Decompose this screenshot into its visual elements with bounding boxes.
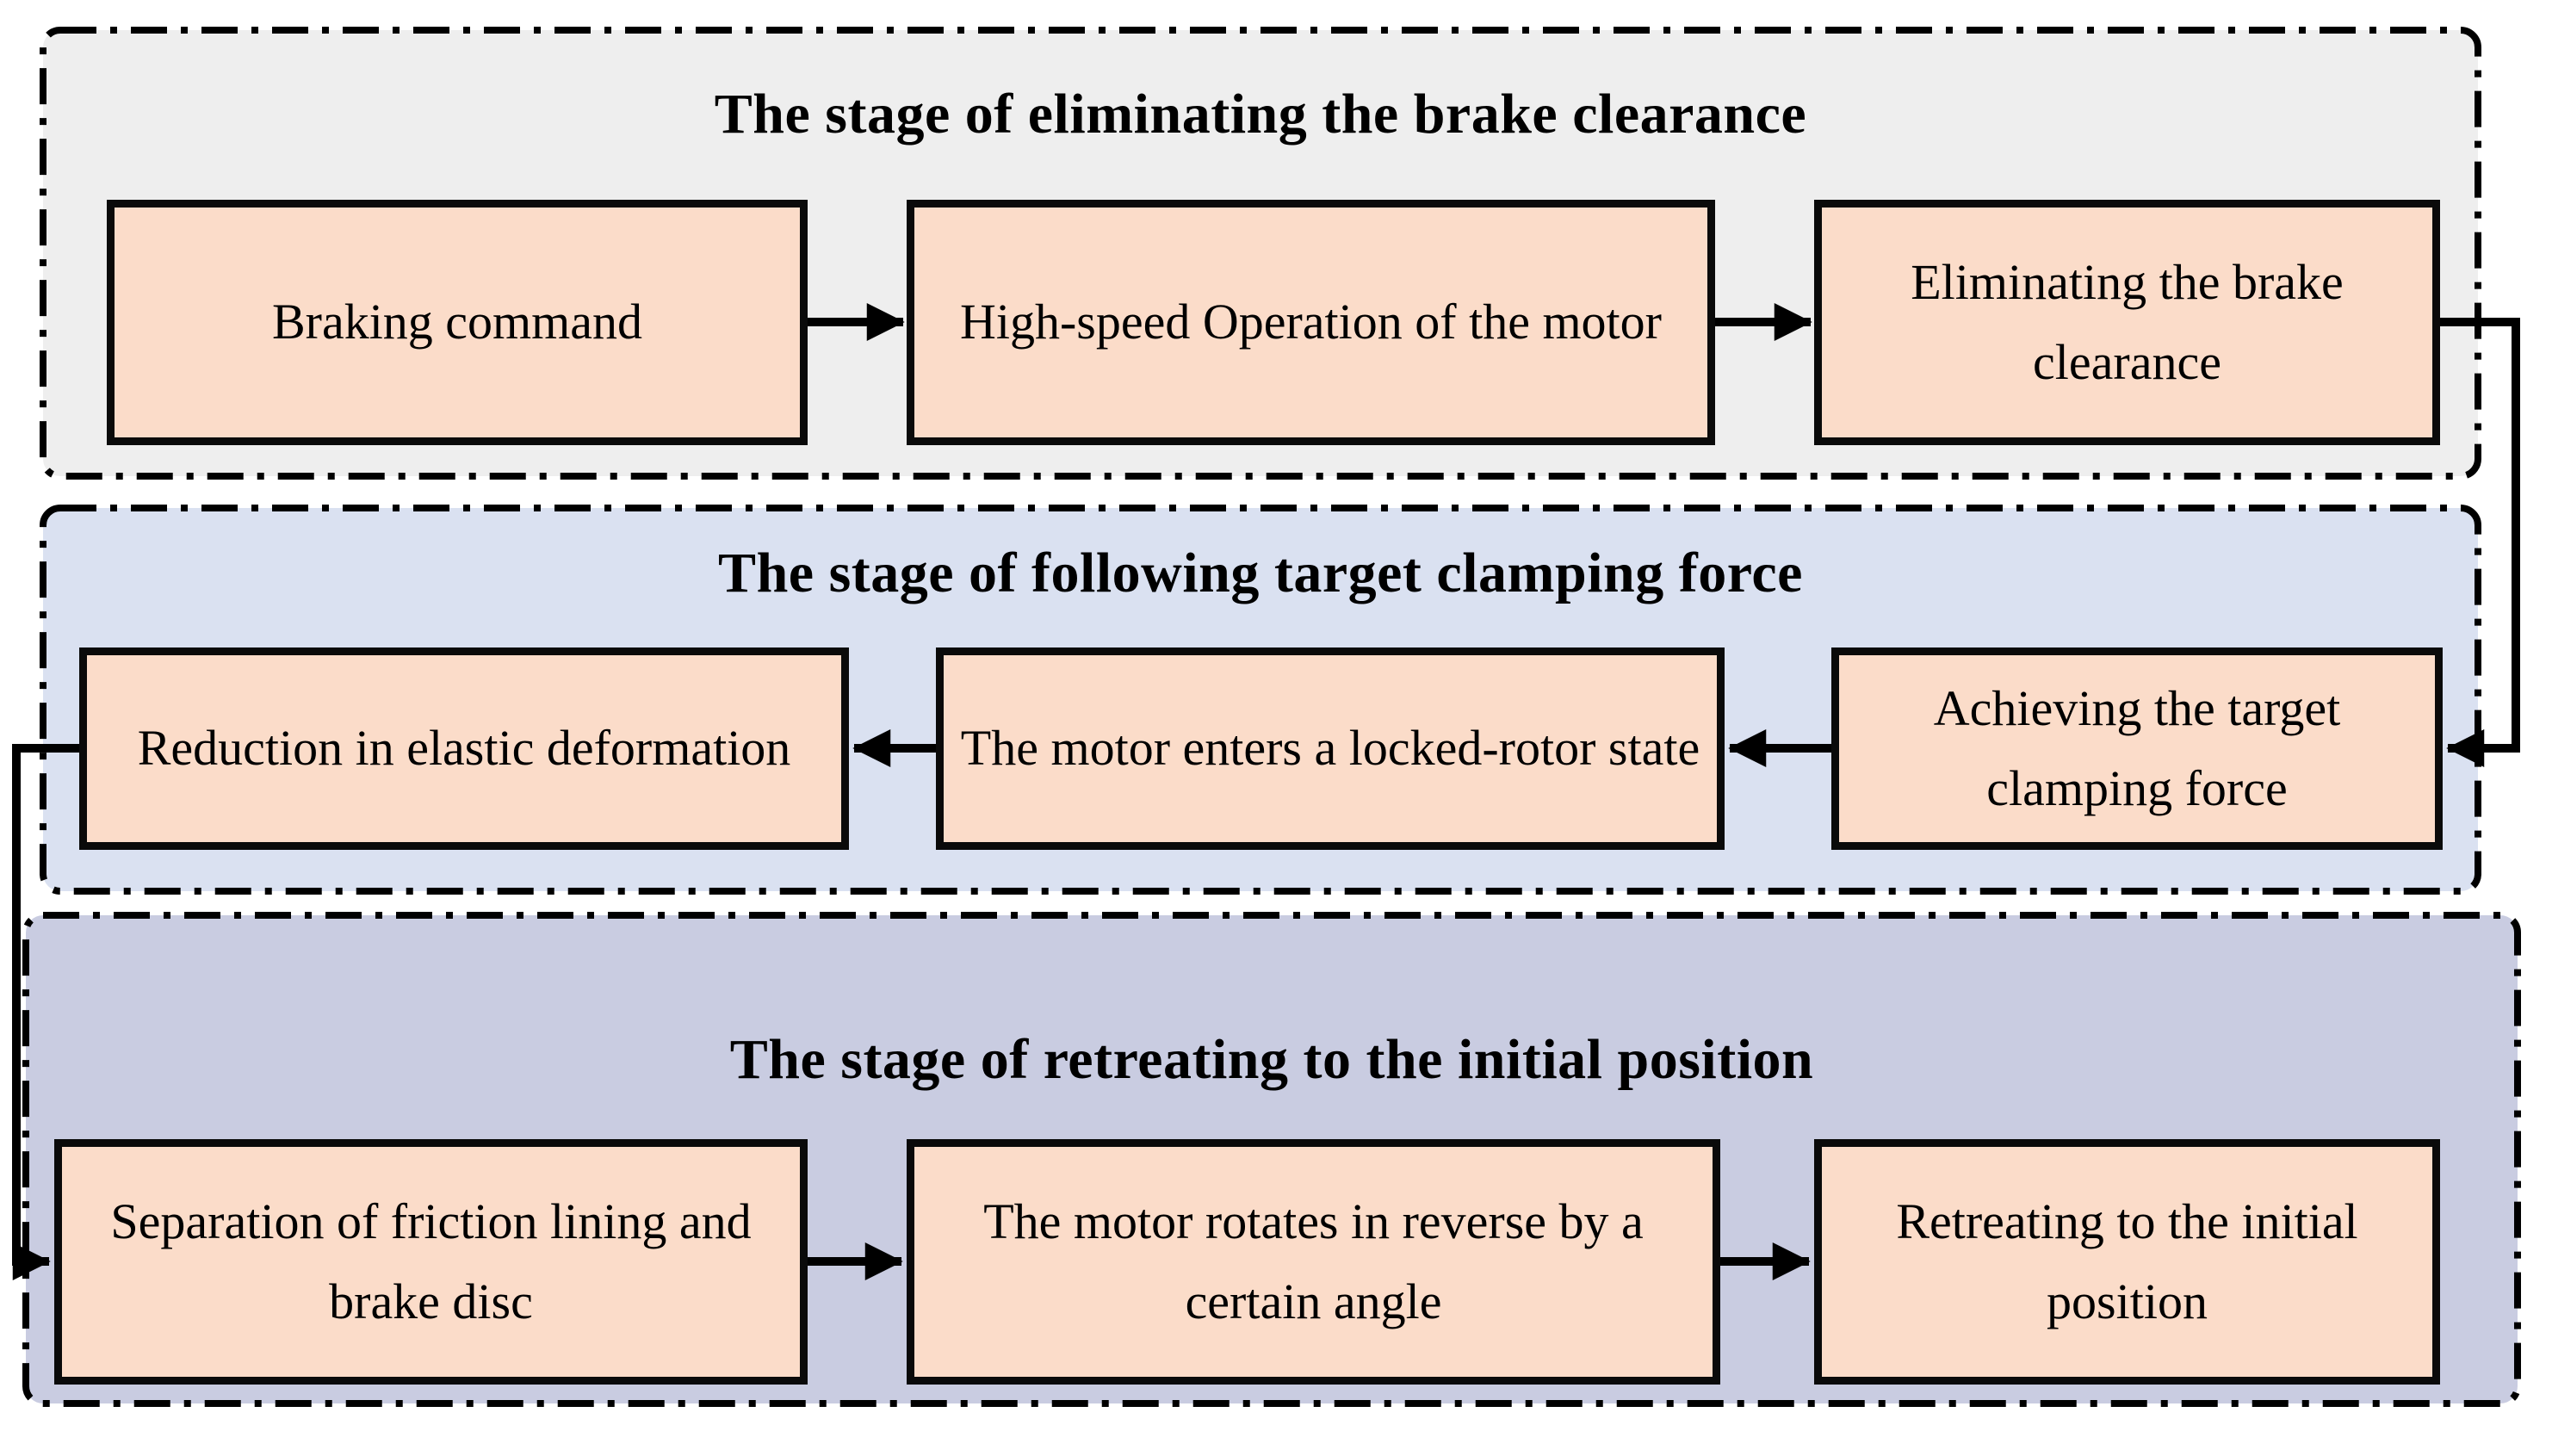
stage-1-title: The stage of eliminating the brake clear… bbox=[714, 83, 1807, 146]
node-label: Eliminating the brake clearance bbox=[1911, 253, 2344, 390]
node-label: High-speed Operation of the motor bbox=[959, 294, 1662, 350]
node-label: Achieving the target clamping force bbox=[1933, 679, 2341, 816]
node-motor-locked-rotor-state: The motor enters a locked-rotor state bbox=[936, 647, 1725, 850]
node-label: Reduction in elastic deformation bbox=[137, 720, 791, 777]
node-label: The motor rotates in reverse by a certai… bbox=[983, 1193, 1644, 1329]
node-separation-friction-lining: Separation of friction lining and brake … bbox=[54, 1139, 808, 1385]
node-label: Separation of friction lining and brake … bbox=[110, 1193, 752, 1329]
node-retreating-initial-position: Retreating to the initial position bbox=[1814, 1139, 2440, 1385]
node-eliminating-brake-clearance: Eliminating the brake clearance bbox=[1814, 200, 2440, 445]
node-label: Retreating to the initial position bbox=[1896, 1193, 2358, 1329]
node-achieving-target-clamping-force: Achieving the target clamping force bbox=[1831, 647, 2443, 850]
node-label: The motor enters a locked-rotor state bbox=[960, 720, 1700, 777]
node-high-speed-operation: High-speed Operation of the motor bbox=[907, 200, 1715, 445]
node-label: Braking command bbox=[271, 294, 643, 350]
node-reduction-elastic-deformation: Reduction in elastic deformation bbox=[79, 647, 849, 850]
node-motor-rotates-reverse: The motor rotates in reverse by a certai… bbox=[907, 1139, 1720, 1385]
stage-2-title: The stage of following target clamping f… bbox=[718, 542, 1803, 604]
stage-3-title: The stage of retreating to the initial p… bbox=[729, 1028, 1814, 1091]
node-braking-command: Braking command bbox=[107, 200, 808, 445]
